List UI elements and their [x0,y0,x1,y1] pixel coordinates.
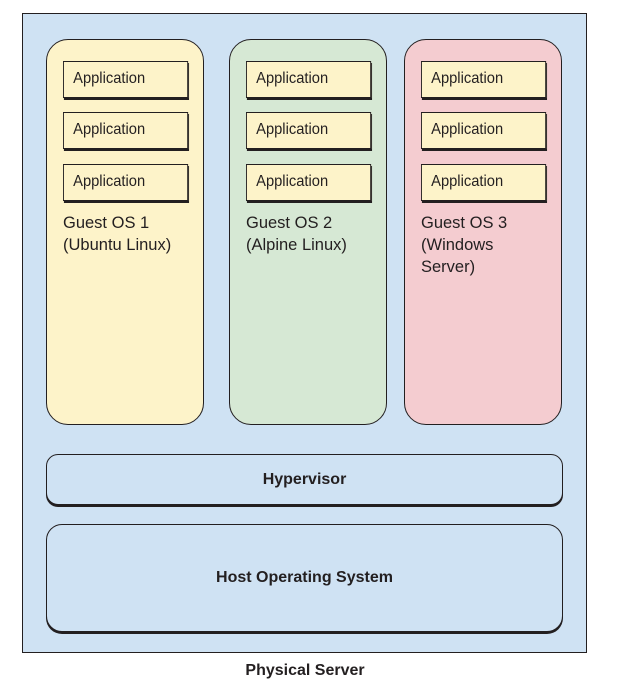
diagram-caption: Physical Server [245,662,365,679]
guest-os-label-line: Guest OS 2 [246,214,333,232]
application-box: Application [421,61,547,98]
hypervisor-layer: Hypervisor [46,454,563,505]
host-operating-system-layer: Host Operating System [46,524,563,632]
application-box: Application [421,164,547,201]
application-box: Application [63,61,189,98]
guest-os-1-container: Application Application Application Gues… [46,39,204,425]
guest-os-3-container: Application Application Application Gues… [404,39,562,425]
application-box: Application [246,164,372,201]
application-box: Application [421,112,547,149]
guest-os-label-line: (Windows [421,236,494,254]
application-box: Application [246,61,372,98]
guest-os-1-label: Guest OS 1 (Ubuntu Linux) [63,212,193,256]
guest-os-label-line: Guest OS 3 [421,214,508,232]
application-box: Application [63,164,189,201]
application-box: Application [246,112,372,149]
guest-os-2-label: Guest OS 2 (Alpine Linux) [246,212,376,256]
guest-os-label-line: (Alpine Linux) [246,236,347,254]
guest-os-3-label: Guest OS 3 (Windows Server) [421,212,551,278]
guest-os-label-line: (Ubuntu Linux) [63,236,172,254]
guest-os-label-line: Server) [421,258,476,276]
guest-os-label-line: Guest OS 1 [63,214,150,232]
guest-os-2-container: Application Application Application Gues… [229,39,387,425]
application-box: Application [63,112,189,149]
